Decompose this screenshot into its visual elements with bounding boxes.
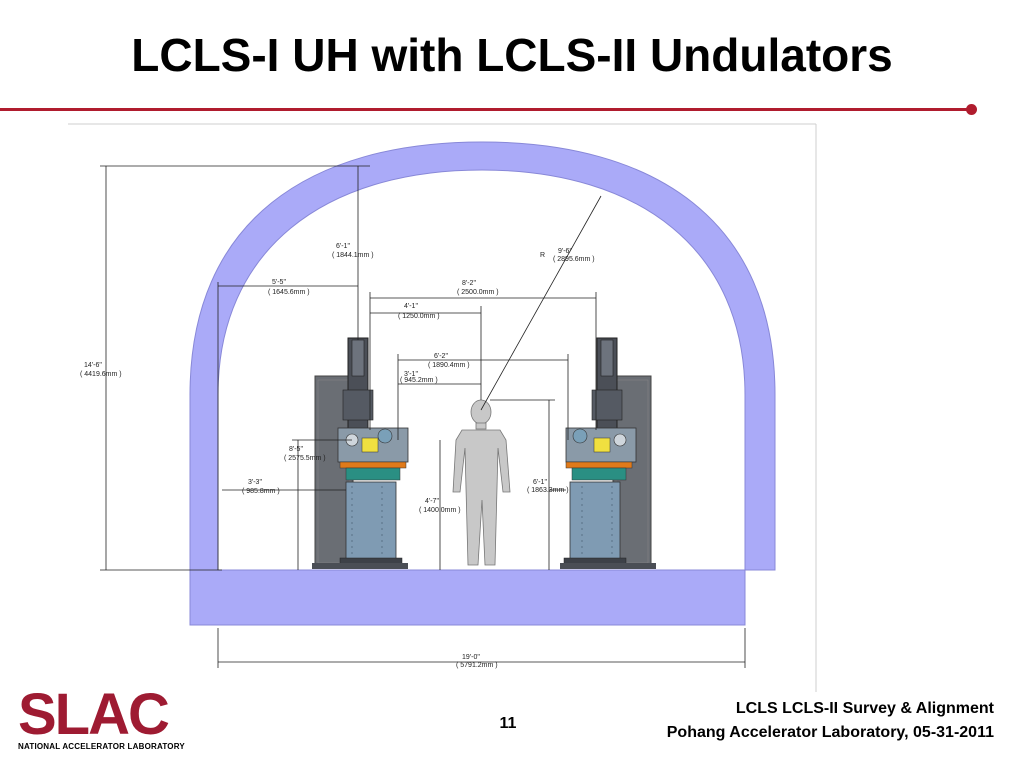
right-orange-plate bbox=[565, 461, 633, 469]
dim-beam-spacing-label: 8'-2" bbox=[462, 280, 476, 287]
title-underline bbox=[0, 108, 970, 111]
dim-height-total-mm: ( 4419.6mm ) bbox=[80, 371, 122, 378]
dim-half-clearance-mm: ( 945.2mm ) bbox=[400, 377, 438, 384]
dim-left-offset-mm: ( 1645.6mm ) bbox=[268, 289, 310, 296]
dim-person-height-mm: ( 1863.3mm ) bbox=[527, 487, 569, 494]
dim-clearance-label: 6'-2" bbox=[434, 353, 448, 360]
dim-height-total-label: 14'-6" bbox=[84, 362, 102, 369]
tunnel-wall bbox=[189, 141, 776, 626]
dim-person-height-label: 6'-1" bbox=[533, 479, 547, 486]
left-support-stand bbox=[345, 481, 397, 561]
dim-wall-offset-label: 3'-3" bbox=[248, 479, 262, 486]
dim-left-offset-label: 5'-5" bbox=[272, 279, 286, 286]
dim-radius-label: 9'-6" bbox=[558, 248, 572, 255]
dim-width-total-label: 19'-0" bbox=[462, 654, 480, 661]
dim-clearance-mm: ( 1890.4mm ) bbox=[428, 362, 470, 369]
slide-title: LCLS-I UH with LCLS-II Undulators bbox=[131, 29, 893, 81]
slac-logo-wordmark: SLAC bbox=[18, 686, 169, 747]
dim-beam-height-label: 8'-5" bbox=[289, 446, 303, 453]
slac-logo-subtitle: NATIONAL ACCELERATOR LABORATORY bbox=[18, 742, 185, 751]
dim-half-spacing-mm: ( 1250.0mm ) bbox=[398, 313, 440, 320]
human-figure bbox=[452, 399, 511, 566]
title-underline-dot bbox=[966, 104, 977, 115]
dim-half-spacing-label: 4'-1" bbox=[404, 303, 418, 310]
dim-beam-spacing-mm: ( 2500.0mm ) bbox=[457, 289, 499, 296]
slac-logo: SLAC bbox=[18, 686, 171, 747]
right-support-stand bbox=[569, 481, 621, 561]
left-orange-plate bbox=[339, 461, 407, 469]
dim-floor-beam-label: 4'-7" bbox=[425, 498, 439, 505]
dim-beam-height-mm: ( 2575.5mm ) bbox=[284, 455, 326, 462]
dim-radius-symbol: R bbox=[540, 252, 545, 259]
dim-half-clearance-label: 3'-1" bbox=[404, 371, 418, 378]
dim-wall-offset-mm: ( 985.8mm ) bbox=[242, 488, 280, 495]
dimension-lines bbox=[100, 165, 746, 668]
dim-height-top-label: 6'-1" bbox=[336, 243, 350, 250]
dim-floor-beam-mm: ( 1400.0mm ) bbox=[419, 507, 461, 514]
dim-width-total-mm: ( 5791.2mm ) bbox=[456, 662, 498, 669]
page-number: 11 bbox=[499, 715, 517, 732]
dim-height-top-mm: ( 1844.1mm ) bbox=[332, 252, 374, 259]
dim-radius-mm: ( 2895.6mm ) bbox=[553, 256, 595, 263]
footer-line-1: LCLS LCLS-II Survey & Alignment bbox=[735, 700, 994, 717]
footer-line-2: Pohang Accelerator Laboratory, 05-31-201… bbox=[666, 724, 994, 741]
